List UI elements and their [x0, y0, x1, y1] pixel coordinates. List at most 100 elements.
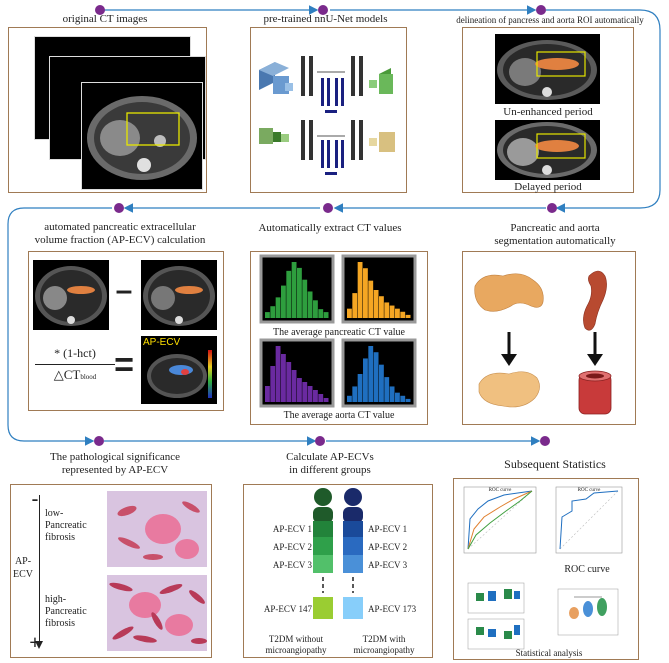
- histogram-bar: [368, 346, 374, 402]
- apecv-axis-label-2: ECV: [13, 569, 33, 580]
- segmentation-panel: [462, 251, 636, 425]
- ct-slice-front: [81, 82, 203, 190]
- pancreas-model: [478, 371, 540, 408]
- left-label-1: AP-ECV 1: [272, 524, 312, 534]
- histogram-bar: [405, 398, 411, 402]
- high-fibrosis-3: fibrosis: [45, 618, 75, 629]
- histogram-bar: [302, 279, 308, 318]
- histogram-bar: [389, 305, 395, 318]
- nnunet-panel: [250, 27, 407, 193]
- histogram-grid: [259, 254, 417, 408]
- histogram-bar: [265, 386, 270, 402]
- statistics-panel: ROC curve Statistical analysis ROC curve…: [453, 478, 639, 660]
- step5-title: Automatically extract CT values: [258, 222, 402, 234]
- right-label-3: AP-ECV 3: [368, 560, 408, 570]
- ecv-calc-panel: – * (1-hct) △CTblood = AP-ECV: [28, 251, 224, 411]
- histogram-bar: [307, 386, 313, 402]
- ct-calc-unenhanced: [141, 260, 217, 330]
- ecv-map: AP-ECV: [141, 336, 217, 404]
- left-label-2: AP-ECV 2: [272, 542, 312, 552]
- ct-delayed: [495, 120, 600, 180]
- histogram-bar: [297, 378, 302, 402]
- step-dot-8: [315, 436, 325, 446]
- histogram-bar: [357, 262, 363, 318]
- roc-thumb-title-1: ROC curve: [488, 488, 512, 493]
- left-label-n: AP-ECV 147: [263, 604, 312, 614]
- step4-title-2: volume fraction (AP-ECV) calculation: [34, 234, 206, 246]
- avg-aorta-label: The average aorta CT value: [283, 410, 395, 421]
- unenhanced-label: Un-enhanced period: [503, 106, 593, 118]
- histogram-bar: [318, 309, 324, 318]
- step4-title-1: automated pancreatic extracellular: [44, 221, 196, 233]
- histogram-bar: [323, 312, 329, 318]
- histogram-bar: [352, 293, 358, 318]
- histogram-bar: [313, 300, 318, 318]
- groups-figures: [313, 488, 363, 619]
- histogram-bar: [281, 285, 286, 318]
- right-label-1: AP-ECV 1: [368, 524, 408, 534]
- histogram-bar: [265, 312, 270, 318]
- histogram-bar: [275, 346, 281, 402]
- step6-title-1: Pancreatic and aorta: [510, 222, 600, 234]
- step-dot-4: [114, 203, 124, 213]
- histogram-bar: [379, 296, 384, 318]
- histogram-bar: [395, 308, 400, 318]
- histogram-bar: [281, 354, 286, 402]
- step8-title-1: Calculate AP-ECVs: [286, 451, 374, 463]
- group-right-1: T2DM with: [362, 634, 406, 644]
- low-sign: -: [31, 488, 39, 510]
- formula-delta: △CT: [53, 367, 81, 382]
- aorta-3d: [583, 270, 607, 331]
- histogram-bar: [363, 358, 368, 402]
- group-left-1: T2DM without: [268, 634, 324, 644]
- groups-panel: AP-ECV 1 AP-ECV 2 AP-ECV 3 AP-ECV 147 AP…: [243, 484, 433, 658]
- histogram-bar: [307, 291, 313, 318]
- avg-pancreatic-label: The average pancreatic CT value: [273, 327, 405, 338]
- nnunet-diagram: [259, 56, 395, 175]
- histogram-bar: [389, 386, 395, 402]
- ct-unenhanced: [495, 34, 600, 104]
- histogram-bar: [373, 290, 379, 318]
- stat-caption: Statistical analysis: [515, 648, 583, 658]
- step7-title-2: represented by AP-ECV: [61, 464, 169, 476]
- step6-title-2: segmentation automatically: [494, 235, 616, 247]
- pancreas-3d: [474, 273, 544, 312]
- fibrosis-axis: [39, 495, 40, 645]
- histogram-panel: The average pancreatic CT value The aver…: [250, 251, 428, 425]
- histogram-bar: [286, 362, 292, 402]
- left-label-3: AP-ECV 3: [272, 560, 312, 570]
- roc-thumb-title-2: ROC curve: [577, 488, 601, 493]
- ct-stack-panel: [8, 27, 207, 193]
- step-dot-9: [540, 436, 550, 446]
- histogram-bar: [270, 306, 276, 318]
- step8-title-2: in different groups: [289, 464, 371, 476]
- histogram-bar: [270, 366, 276, 402]
- step-dot-6: [547, 203, 557, 213]
- step-dot-5: [323, 203, 333, 213]
- minus-sign: –: [115, 274, 133, 307]
- histogram-bar: [318, 394, 324, 402]
- high-fibrosis-1: high-: [45, 594, 67, 605]
- step7-title-1: The pathological significance: [49, 451, 181, 463]
- ct-calc-delayed: [33, 260, 109, 330]
- histogram-bar: [297, 267, 302, 318]
- right-label-n: AP-ECV 173: [368, 604, 417, 614]
- step3-title: delineation of pancress and aorta ROI au…: [456, 15, 644, 25]
- histogram-bar: [352, 386, 358, 402]
- group-left-2: microangiopathy: [265, 645, 327, 655]
- formula-divider: [35, 364, 115, 365]
- histogram-bar: [373, 352, 379, 402]
- histogram-bar: [363, 268, 368, 318]
- histogram-bar: [291, 370, 297, 402]
- high-fibrosis-illustration: [107, 575, 207, 651]
- histogram-bar: [347, 308, 352, 318]
- segmentation-graphics: [474, 270, 612, 415]
- delayed-label: Delayed period: [514, 181, 582, 193]
- low-fibrosis-3: fibrosis: [45, 532, 75, 543]
- step-dot-7: [94, 436, 104, 446]
- group-right-2: microangiopathy: [353, 645, 415, 655]
- low-fibrosis-1: low-: [45, 508, 64, 519]
- low-fibrosis-illustration: [107, 491, 207, 567]
- low-fibrosis-2: Pancreatic: [45, 520, 87, 531]
